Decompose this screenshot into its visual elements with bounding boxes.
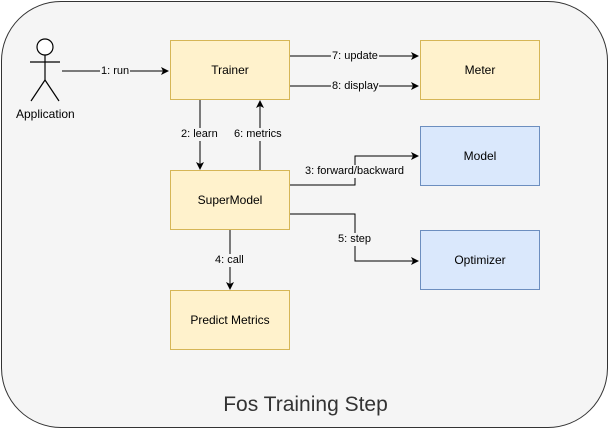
trainer-node[interactable]: Trainer xyxy=(170,40,290,100)
edge-label-metrics: 6: metrics xyxy=(233,128,283,141)
edge-label-update: 7: update xyxy=(331,50,379,63)
edge-label-learn: 2: learn xyxy=(180,128,219,141)
diagram-title: Fos Training Step xyxy=(223,393,388,416)
edge-label-call: 4: call xyxy=(214,254,245,267)
stick-figure-actor-icon xyxy=(30,38,60,102)
supermodel-node[interactable]: SuperModel xyxy=(170,170,290,230)
meter-node[interactable]: Meter xyxy=(420,40,540,100)
edge-label-step: 5: step xyxy=(337,233,373,246)
model-node[interactable]: Model xyxy=(420,126,540,186)
edge-label-run: 1: run xyxy=(100,65,131,78)
edge-label-display: 8: display xyxy=(331,80,380,93)
optimizer-node[interactable]: Optimizer xyxy=(420,230,540,290)
predict-metrics-node[interactable]: Predict Metrics xyxy=(170,290,290,350)
edge-label-forward-backward: 3: forward/backward xyxy=(304,165,406,178)
actor-label: Application xyxy=(16,107,75,121)
